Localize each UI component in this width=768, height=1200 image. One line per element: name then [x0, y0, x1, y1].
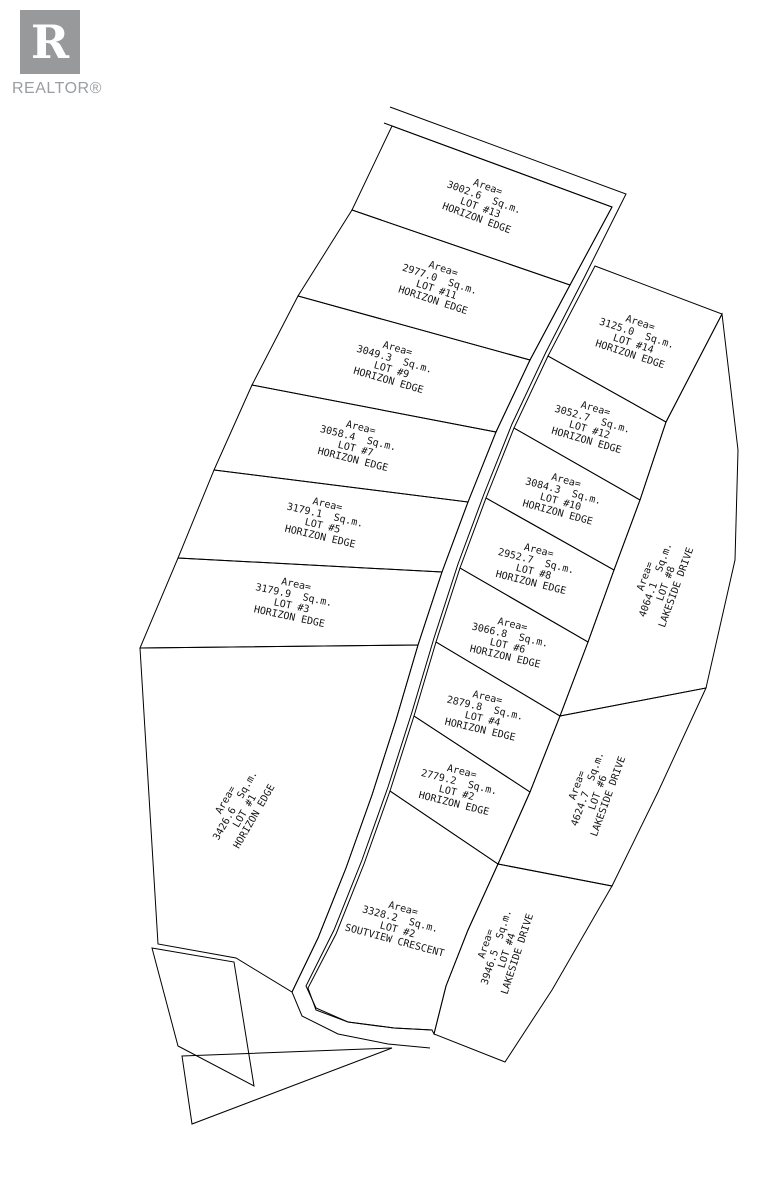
realtor-logo-letter: R — [30, 15, 70, 69]
lot-11-label: Area= 2977.0 Sq.m. LOT #11 HORIZON EDGE — [397, 260, 479, 318]
road-edge-west — [291, 122, 613, 1049]
parcel-boundaries — [139, 106, 739, 1125]
lot-5-label: Area= 3179.1 Sq.m. LOT #5 HORIZON EDGE — [284, 496, 365, 550]
lot-7-label: Area= 3058.4 Sq.m. LOT #7 HORIZON EDGE — [316, 419, 397, 474]
lot-8-lakeside-label: Area= 4064.1 Sq.m. LOT #8 LAKESIDE DRIVE — [635, 541, 696, 629]
lot-14-label: Area= 3125.0 Sq.m. LOT #14 HORIZON EDGE — [594, 314, 676, 372]
lot-8-lakeside-boundary — [559, 312, 739, 717]
lot-13-label: Area= 3002.6 Sq.m. LOT #13 HORIZON EDGE — [441, 177, 523, 236]
lot-4-lakeside-boundary — [433, 863, 613, 1063]
road-edge-east — [305, 106, 627, 1031]
realtor-logo-mark-icon: R — [20, 10, 80, 74]
lot-4-lakeside-label: Area= 3946.5 Sq.m. LOT #4 LAKESIDE DRIVE — [477, 908, 537, 996]
lot-4-label: Area= 2879.8 Sq.m. LOT #4 HORIZON EDGE — [444, 689, 525, 743]
lot-1-label: Area= 3426.6 Sq.m. LOT #1 HORIZON EDGE — [211, 769, 277, 851]
lot-10-label: Area= 3084.3 Sq.m. LOT #10 HORIZON EDGE — [521, 472, 602, 528]
lot-2-soutview-label: Area= 3328.2 Sq.m. LOT #2 SOUTVIEW CRESC… — [344, 900, 446, 960]
lot-8-label: Area= 2952.7 Sq.m. LOT #8 HORIZON EDGE — [494, 542, 575, 597]
lot-6-label: Area= 3066.8 Sq.m. LOT #6 HORIZON EDGE — [469, 616, 550, 670]
south-triangle-boundary — [181, 1047, 393, 1125]
realtor-logo: R REALTOR® — [12, 10, 132, 98]
lot-3-label: Area= 3179.9 Sq.m. LOT #3 HORIZON EDGE — [253, 576, 333, 630]
realtor-wordmark: REALTOR® — [12, 80, 102, 97]
southwest-parcel-boundary — [151, 947, 255, 1087]
lot-12-label: Area= 3052.7 Sq.m. LOT #12 HORIZON EDGE — [550, 400, 631, 456]
lot-2-horizon-label: Area= 2779.2 Sq.m. LOT #2 HORIZON EDGE — [417, 763, 498, 818]
lot-9-label: Area= 3049.3 Sq.m. LOT #9 HORIZON EDGE — [352, 340, 433, 396]
lot-6-lakeside-label: Area= 4624.7 Sq.m. LOT #6 LAKESIDE DRIVE — [567, 750, 628, 838]
